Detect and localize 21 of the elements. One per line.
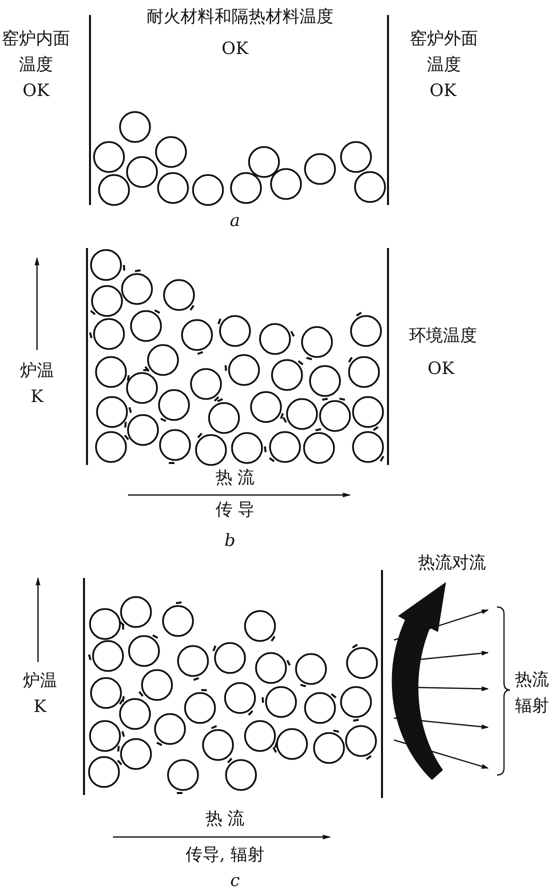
- panel-letter: c: [230, 870, 240, 893]
- status-label: OK: [222, 38, 248, 61]
- flow-label: 热 流: [205, 808, 245, 831]
- panel-letter: b: [224, 530, 236, 553]
- flow-label: 热流对流: [418, 552, 486, 575]
- status-label: OK: [430, 80, 456, 103]
- temperature-label: 耐火材料和隔热材料温度: [146, 6, 334, 29]
- temperature-label: 环境温度: [409, 325, 477, 348]
- temperature-label: 窑炉外面温度: [410, 28, 478, 77]
- flow-label: 传 导: [215, 499, 255, 522]
- flow-label: 热流辐射: [515, 669, 549, 718]
- axis-label: 炉温: [20, 360, 54, 383]
- flow-label: 传导, 辐射: [186, 844, 264, 867]
- status-label: OK: [22, 80, 50, 103]
- flow-label: 热 流: [215, 467, 255, 490]
- temperature-label: 窑炉内面温度: [2, 28, 70, 77]
- panel-letter: a: [230, 210, 240, 233]
- unit-label: K: [34, 696, 46, 719]
- axis-label: 炉温: [23, 670, 57, 693]
- status-label: OK: [428, 358, 454, 381]
- unit-label: K: [30, 386, 44, 409]
